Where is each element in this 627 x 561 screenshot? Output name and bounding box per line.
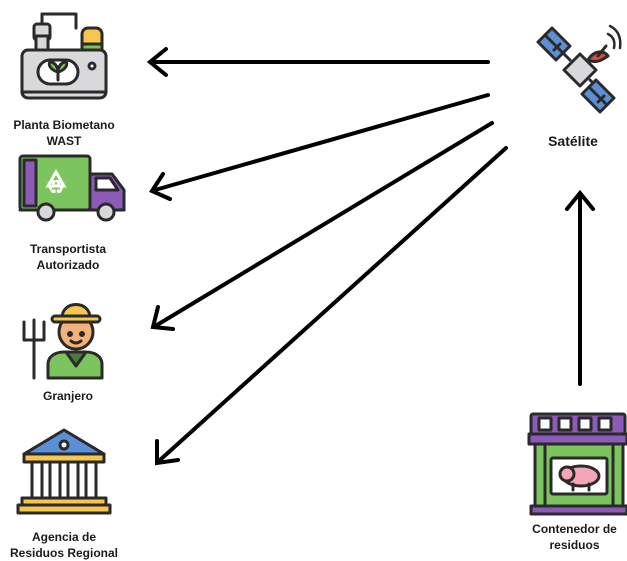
arrow-satelite-to-planta (146, 47, 490, 77)
arrow-satelite-to-agencia (155, 146, 508, 466)
arrow-satelite-to-granjero (150, 121, 494, 331)
label-agencia-line2: Residuos Regional (9, 546, 119, 560)
biogas-plant-icon (14, 6, 114, 106)
arrow-contenedor-to-satelite (565, 189, 595, 386)
farmer-icon (20, 290, 116, 382)
label-transportista-line2: Autorizado (36, 258, 100, 272)
label-agencia: Agencia de Residuos Regional (0, 529, 128, 561)
label-planta: Planta Biometano WAST (0, 117, 128, 149)
garbage-truck-icon: ♻ (14, 150, 130, 226)
label-contenedor-line1: Contenedor de (532, 522, 617, 536)
label-granjero: Granjero (4, 388, 132, 404)
label-contenedor: Contenedor de residuos (522, 521, 627, 553)
label-satelite: Satélite (518, 133, 627, 149)
label-transportista-line1: Transportista (29, 242, 107, 256)
waste-container-icon (527, 410, 627, 516)
label-planta-line2: WAST (46, 134, 82, 148)
label-transportista: Transportista Autorizado (4, 241, 132, 273)
svg-text:♻: ♻ (47, 175, 65, 199)
label-contenedor-line2: residuos (549, 538, 600, 552)
label-planta-line1: Planta Biometano (13, 118, 115, 132)
label-granjero-line1: Granjero (42, 389, 93, 403)
label-agencia-line1: Agencia de (31, 530, 97, 544)
arrow-satelite-to-transportista (149, 93, 490, 201)
government-building-icon (14, 424, 114, 516)
label-satelite-line1: Satélite (548, 133, 598, 149)
satellite-icon (530, 20, 622, 116)
